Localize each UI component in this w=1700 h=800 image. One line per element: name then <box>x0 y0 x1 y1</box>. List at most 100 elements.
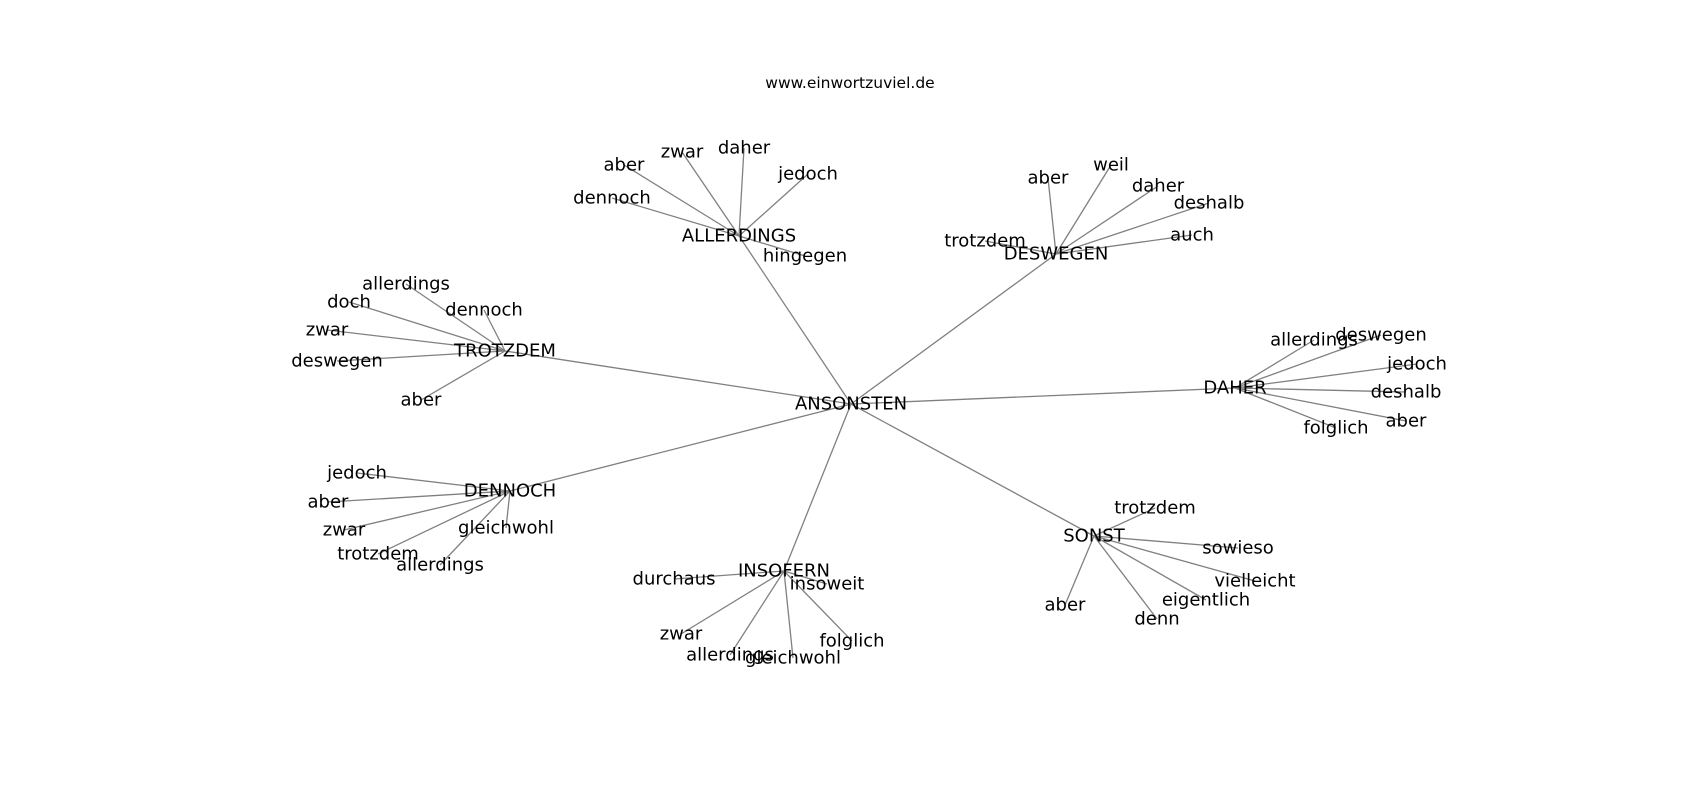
edge-hub-leaf <box>1047 177 1057 255</box>
leaf-node-label: weil <box>1093 155 1129 176</box>
leaf-node-label: aber <box>1028 168 1070 189</box>
edge-hub-leaf <box>1234 334 1382 389</box>
edge-hub-leaf <box>356 472 511 492</box>
hub-node-label: SONST <box>1063 526 1125 547</box>
edge-hub-leaf <box>783 570 828 585</box>
leaf-node-label: hingegen <box>763 246 847 267</box>
edge-hub-leaf <box>483 309 506 352</box>
hub-node-label: DESWEGEN <box>1004 244 1109 265</box>
leaf-node-label: deswegen <box>1335 325 1427 346</box>
leaf-node-label: eigentlich <box>1162 590 1250 611</box>
leaf-node-label: jedoch <box>777 164 838 185</box>
hub-node-label: INSOFERN <box>738 561 830 582</box>
edge-hub-leaf <box>1093 507 1156 537</box>
edge-hub-leaf <box>1234 363 1418 389</box>
leaf-node-label: denn <box>1134 609 1179 630</box>
edge-hub-leaf <box>343 490 511 531</box>
edge-hub-leaf <box>348 301 506 352</box>
leaf-node-label: deshalb <box>1174 193 1245 214</box>
leaf-node-label: zwar <box>660 624 703 645</box>
edge-hub-leaf <box>505 490 511 529</box>
leaf-node-label: vielleicht <box>1214 571 1295 592</box>
edge-hub-leaf <box>326 329 506 352</box>
edge-center-hub <box>504 350 852 405</box>
leaf-node-label: zwar <box>306 320 349 341</box>
edge-hub-leaf <box>623 164 740 237</box>
leaf-node-label: allerdings <box>396 555 484 576</box>
edges-layer <box>326 147 1418 659</box>
edge-hub-leaf <box>1234 339 1315 389</box>
leaf-node-label: aber <box>604 155 646 176</box>
edge-hub-leaf <box>680 570 785 635</box>
edge-hub-leaf <box>783 570 794 659</box>
edge-hub-leaf <box>420 350 506 401</box>
edge-hub-leaf <box>1055 185 1159 255</box>
center-node-label: ANSONSTEN <box>795 394 907 415</box>
leaf-node-label: trotzdem <box>337 544 419 565</box>
edge-hub-leaf <box>611 197 740 237</box>
leaf-node-label: allerdings <box>1270 330 1358 351</box>
leaf-node-label: deswegen <box>291 351 383 372</box>
edge-hub-leaf <box>439 490 511 566</box>
leaf-node-label: gleichwohl <box>458 518 554 539</box>
edge-center-hub <box>509 403 852 492</box>
edge-center-hub <box>738 235 852 405</box>
edge-hub-leaf <box>1234 387 1407 422</box>
edge-hub-leaf <box>673 570 785 580</box>
leaf-node-label: zwar <box>323 520 366 541</box>
leaf-node-label: dennoch <box>573 188 651 209</box>
edge-center-hub <box>850 387 1236 405</box>
leaf-node-label: allerdings <box>362 274 450 295</box>
leaf-node-label: deshalb <box>1371 382 1442 403</box>
site-title: www.einwortzuviel.de <box>765 74 934 92</box>
leaf-node-label: jedoch <box>326 463 387 484</box>
hub-node-label: TROTZDEM <box>453 341 556 362</box>
hub-node-label: DAHER <box>1203 378 1266 399</box>
edge-hub-leaf <box>377 490 511 555</box>
edge-hub-leaf <box>1234 387 1407 393</box>
leaf-node-label: folglich <box>819 631 884 652</box>
leaf-node-label: gleichwohl <box>745 648 841 669</box>
hub-node-label: DENNOCH <box>464 481 556 502</box>
edge-hub-leaf <box>1064 535 1095 606</box>
leaf-node-label: sowieso <box>1202 538 1274 559</box>
leaf-node-label: allerdings <box>686 645 774 666</box>
edge-hub-leaf <box>327 490 511 503</box>
leaf-node-label: insoweit <box>790 574 865 595</box>
edge-hub-leaf <box>729 570 785 656</box>
leaf-node-label: doch <box>327 292 371 313</box>
leaf-node-label: aber <box>1386 411 1428 432</box>
edge-hub-leaf <box>1234 387 1337 429</box>
leaf-node-label: aber <box>308 492 350 513</box>
edge-hub-leaf <box>681 151 740 237</box>
leaf-node-label: aber <box>401 390 443 411</box>
leaf-node-label: daher <box>1132 176 1185 197</box>
edge-center-hub <box>783 403 852 572</box>
leaf-node-label: trotzdem <box>1114 498 1196 519</box>
edge-center-hub <box>850 403 1095 537</box>
edge-hub-leaf <box>984 240 1057 255</box>
leaf-node-label: zwar <box>661 142 704 163</box>
leaf-node-label: daher <box>718 138 771 159</box>
edge-hub-leaf <box>336 350 506 362</box>
edge-hub-leaf <box>738 147 745 237</box>
leaf-node-label: jedoch <box>1386 354 1447 375</box>
hub-node-label: ALLERDINGS <box>682 226 796 247</box>
edge-hub-leaf <box>1093 535 1207 601</box>
leaf-node-label: durchaus <box>633 569 716 590</box>
leaf-node-label: dennoch <box>445 300 523 321</box>
leaf-node-label: auch <box>1170 225 1214 246</box>
edge-hub-leaf <box>1055 234 1193 255</box>
edge-hub-leaf <box>738 173 809 237</box>
labels-layer: ANSONSTEN ALLERDINGS aber zwar daher jedoch de… <box>291 138 1447 669</box>
edge-hub-leaf <box>1093 535 1239 549</box>
edge-hub-leaf <box>405 283 506 352</box>
edge-hub-leaf <box>1055 202 1210 255</box>
leaf-node-label: folglich <box>1303 418 1368 439</box>
leaf-node-label: trotzdem <box>944 231 1026 252</box>
edge-hub-leaf <box>738 235 806 257</box>
edge-hub-leaf <box>783 570 853 642</box>
leaf-node-label: aber <box>1045 595 1087 616</box>
edge-hub-leaf <box>1093 535 1256 582</box>
